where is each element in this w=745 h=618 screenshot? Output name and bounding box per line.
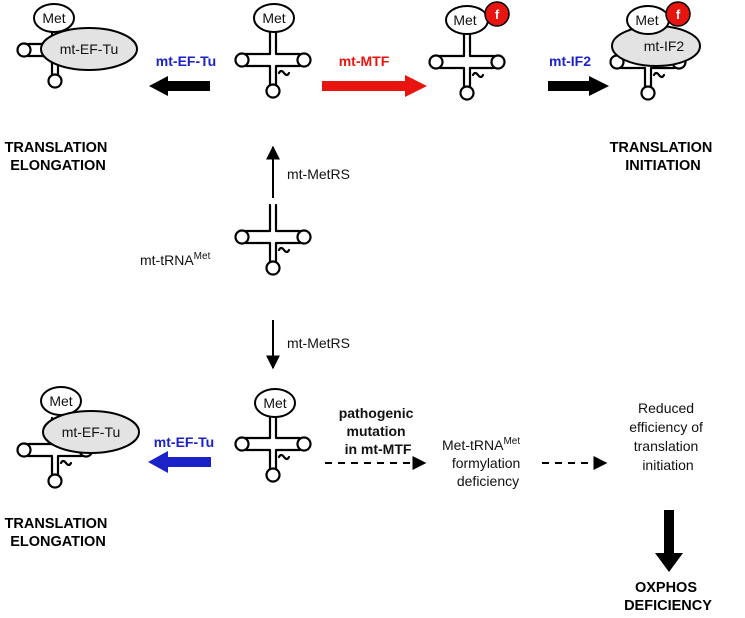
metrs-label-up: mt-MetRS [287,166,350,182]
arrow-to-oxphos [655,510,683,572]
if2-arrow-label: mt-IF2 [549,53,591,69]
trna-fmet-top [428,28,506,101]
elongation-heading-bottom: TRANSLATION ELONGATION [5,516,112,550]
trna-met-bottom [234,410,312,483]
initiation-heading: TRANSLATION INITIATION [610,140,717,174]
met-label: Met [453,12,476,28]
trna-label: mt-tRNAMet [140,251,211,268]
ef-tu-arrow-label: mt-EF-Tu [154,434,214,450]
ef-tu-arrow-blue [148,451,211,473]
reduced-efficiency-label: Reduced efficiency of translation initia… [629,400,707,473]
ef-tu-oval [40,27,138,71]
trna-met-top [234,26,312,99]
formyl-circle [484,1,510,27]
metrs-label-down: mt-MetRS [287,335,350,351]
met-oval [33,3,75,33]
arrow-to-initiation [548,76,609,96]
if2-label: mt-IF2 [644,38,685,54]
formylation-deficiency-label: Met-tRNAMet formylation deficiency [442,431,524,489]
met-label: Met [262,10,285,26]
ef-tu-label: mt-EF-Tu [60,41,119,57]
ef-tu-arrow-label: mt-EF-Tu [156,53,216,69]
met-label: Met [263,395,286,411]
met-oval [253,3,295,33]
oxphos-heading: OXPHOS DEFICIENCY [624,580,712,614]
arrow-to-elongation [149,76,210,96]
ef-tu-oval [42,410,140,454]
pathogenic-mutation-label: pathogenic mutation in mt-MTF [339,405,418,457]
formyl-label: f [676,7,681,22]
trna-uncharged [234,203,312,276]
formyl-label: f [495,7,500,22]
formyl-circle [665,1,691,27]
mtf-arrow [322,75,427,97]
met-label: Met [635,12,658,28]
elongation-heading: TRANSLATION ELONGATION [5,140,112,174]
ef-tu-label: mt-EF-Tu [62,424,121,440]
met-label: Met [42,10,65,26]
met-oval [254,388,296,418]
mtf-arrow-label: mt-MTF [339,53,390,69]
met-label: Met [49,393,72,409]
